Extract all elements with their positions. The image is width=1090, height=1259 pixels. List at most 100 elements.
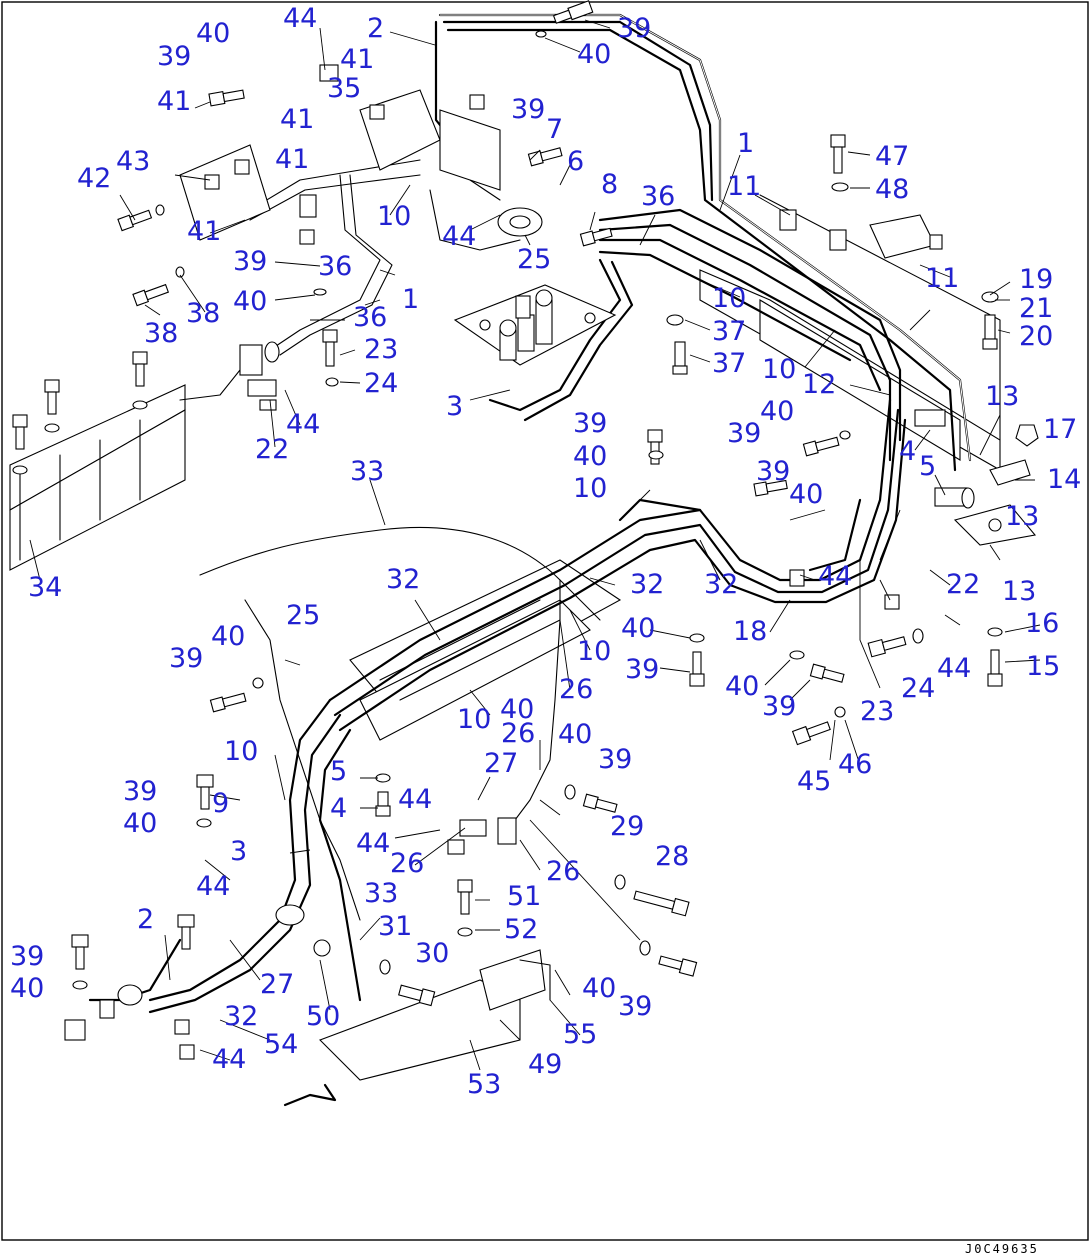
left-side-frame (9, 384, 186, 571)
callout-label: 29 (610, 811, 644, 842)
callout-label: 9 (212, 788, 229, 819)
hose-32-run (328, 398, 907, 732)
callout-label: 36 (353, 302, 387, 333)
callout-label: 1 (737, 128, 754, 159)
callout-label: 10 (457, 704, 491, 735)
callout-label: 44 (286, 409, 320, 440)
callout-label: 26 (390, 848, 424, 879)
callout-label: 39 (625, 654, 659, 685)
callout-label: 40 (558, 719, 592, 750)
callout-label: 40 (577, 39, 611, 70)
callout-label: 30 (415, 938, 449, 969)
callout-label: 4 (330, 793, 347, 824)
callout-label: 18 (733, 616, 767, 647)
callout-label: 39 (762, 691, 796, 722)
callout-label: 33 (364, 878, 398, 909)
callout-label: 54 (264, 1029, 298, 1060)
callout-label: 10 (762, 354, 796, 385)
valve-11 (779, 209, 943, 259)
callout-label: 10 (573, 473, 607, 504)
callout-label: 40 (233, 286, 267, 317)
document-code: J0C49635 (965, 1242, 1039, 1256)
callout-label: 28 (655, 841, 689, 872)
callout-label: 10 (377, 201, 411, 232)
callout-label: 10 (577, 636, 611, 667)
callout-label: 25 (517, 244, 551, 275)
callout-label: 55 (563, 1019, 597, 1050)
callout-label: 26 (559, 674, 593, 705)
callout-label: 51 (507, 881, 541, 912)
callout-label: 39 (511, 94, 545, 125)
callout-label: 25 (286, 600, 320, 631)
callout-label: 39 (756, 456, 790, 487)
callout-label: 39 (123, 776, 157, 807)
callout-label: 4 (899, 436, 916, 467)
callout-label: 2 (367, 13, 384, 44)
callout-label: 45 (797, 766, 831, 797)
hose-1-bundle (488, 208, 902, 462)
callout-label: 39 (10, 941, 44, 972)
hose-2-top (434, 13, 972, 472)
callout-label: 17 (1043, 414, 1077, 445)
callout-label: 44 (937, 653, 971, 684)
callout-label: 40 (621, 613, 655, 644)
callout-label: 39 (598, 744, 632, 775)
callout-label: 39 (233, 246, 267, 277)
lower-left-connectors (64, 904, 331, 1060)
callout-label: 53 (467, 1069, 501, 1100)
callout-label: 44 (398, 784, 432, 815)
callout-label: 44 (818, 561, 852, 592)
callout-label: 32 (386, 564, 420, 595)
callout-label: 40 (500, 694, 534, 725)
callout-label: 22 (255, 434, 289, 465)
callout-label: 1 (402, 284, 419, 315)
callout-label: 11 (727, 171, 761, 202)
callout-label: 24 (364, 368, 398, 399)
callout-label: 38 (144, 318, 178, 349)
callout-label: 39 (169, 643, 203, 674)
callout-label: 12 (802, 369, 836, 400)
callout-label: 41 (340, 44, 374, 75)
callout-label: 41 (157, 86, 191, 117)
callout-label: 36 (641, 181, 675, 212)
callout-label: 26 (546, 856, 580, 887)
callout-labels: 44 2 39 40 39 41 35 41 40 41 39 7 6 8 36… (10, 3, 1081, 1100)
left-connector-cluster (239, 341, 280, 397)
callout-label: 15 (1026, 651, 1060, 682)
callout-label: 39 (157, 41, 191, 72)
callout-label: 50 (306, 1001, 340, 1032)
callout-label: 46 (838, 749, 872, 780)
callout-label: 10 (224, 736, 258, 767)
callout-label: 41 (275, 144, 309, 175)
callout-label: 40 (582, 973, 616, 1004)
valve-block-3 (453, 284, 617, 366)
callout-label: 33 (350, 456, 384, 487)
callout-label: 37 (712, 316, 746, 347)
callout-label: 23 (364, 334, 398, 365)
center-floor-frame (349, 559, 622, 741)
callout-label: 40 (573, 441, 607, 472)
callout-label: 7 (546, 114, 563, 145)
connector-4-5-right (914, 409, 975, 509)
callout-label: 42 (77, 163, 111, 194)
callout-label: 32 (704, 569, 738, 600)
callout-label: 43 (116, 146, 150, 177)
callout-label: 31 (378, 911, 412, 942)
callout-label: 32 (224, 1001, 258, 1032)
callout-label: 5 (330, 756, 347, 787)
callout-label: 40 (211, 621, 245, 652)
callout-label: 6 (567, 146, 584, 177)
leader-lines (29, 19, 1041, 1071)
callout-label: 27 (484, 748, 518, 779)
bracket-plate-49 (319, 949, 551, 1081)
callout-label: 5 (919, 451, 936, 482)
callout-label: 40 (725, 671, 759, 702)
callout-label: 16 (1025, 608, 1059, 639)
callout-label: 44 (196, 871, 230, 902)
rod-54 (283, 1083, 337, 1107)
callout-label: 32 (630, 569, 664, 600)
callout-label: 44 (212, 1044, 246, 1075)
